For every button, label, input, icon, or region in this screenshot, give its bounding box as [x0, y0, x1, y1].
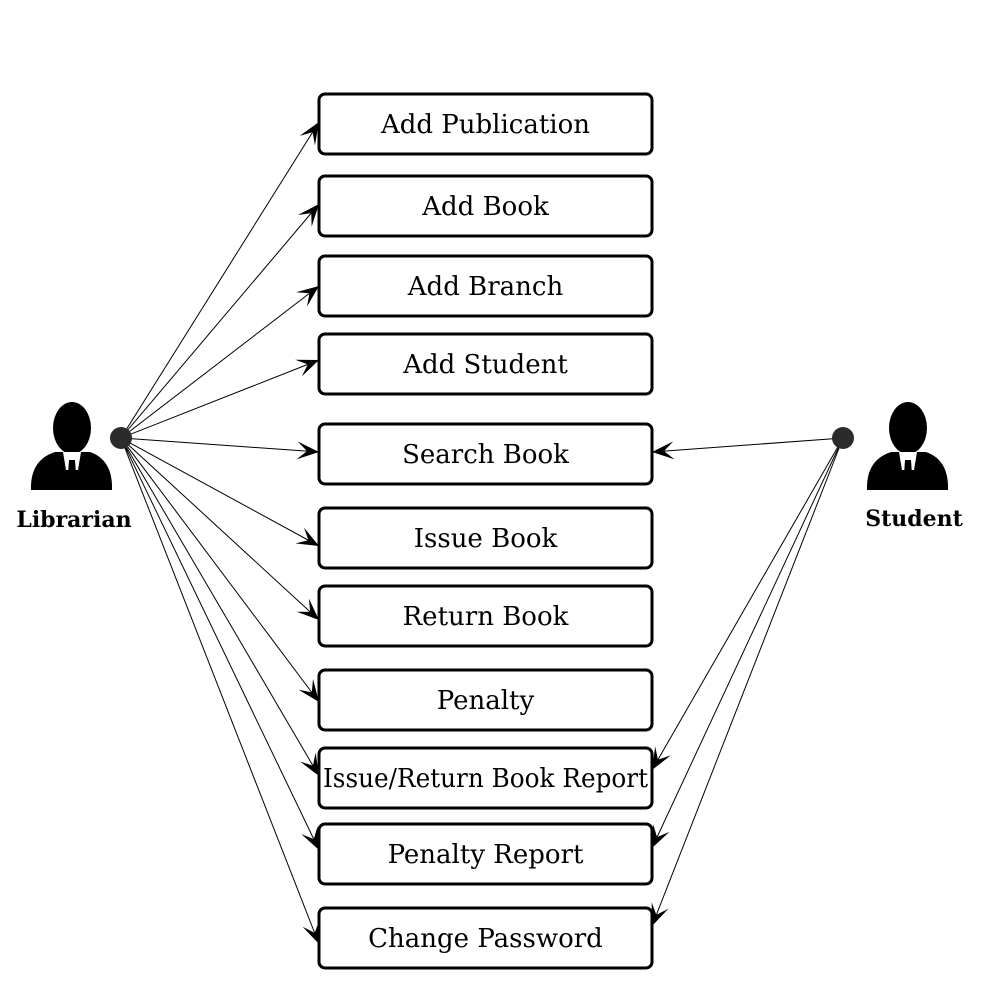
person-icon — [866, 402, 949, 490]
librarian-association-return-book — [120, 437, 320, 621]
use-case-label: Issue Book — [414, 524, 558, 554]
librarian-connector-dot — [110, 427, 132, 449]
person-icon — [30, 402, 113, 490]
librarian-association-issue-book — [120, 437, 320, 547]
use-case-label: Return Book — [403, 602, 569, 632]
student-label: Student — [865, 506, 963, 532]
arrowhead — [300, 752, 319, 776]
student-association-penalty-report — [651, 437, 844, 849]
librarian-association-change-password — [120, 437, 320, 945]
actor-librarian: Librarian — [16, 402, 132, 533]
librarian-association-issue-return-book-report — [120, 437, 320, 777]
use-case-change-password: Change Password — [317, 906, 654, 970]
arrowhead — [296, 441, 319, 460]
association-lines — [120, 121, 844, 945]
use-case-box — [317, 174, 654, 238]
arrowhead — [652, 824, 670, 848]
student-association-issue-return-book-report — [651, 437, 844, 771]
use-case-box — [317, 422, 654, 486]
arrowhead — [299, 122, 319, 146]
arrowhead — [295, 527, 319, 546]
use-case-add-student: Add Student — [317, 332, 654, 396]
librarian-association-penalty — [120, 437, 320, 703]
librarian-association-search-book — [120, 437, 320, 453]
use-case-box — [317, 584, 654, 648]
use-case-box — [317, 668, 654, 732]
arrowhead — [652, 746, 671, 770]
librarian-association-add-publication — [120, 121, 320, 439]
librarian-association-add-book — [120, 203, 320, 439]
use-case-label: Add Book — [421, 192, 549, 222]
librarian-association-penalty-report — [120, 437, 320, 851]
arrowhead — [651, 902, 669, 926]
arrowhead — [295, 359, 319, 377]
arrowhead — [302, 920, 320, 944]
arrowhead — [296, 286, 319, 307]
arrowhead — [652, 441, 675, 460]
use-case-label: Add Student — [402, 350, 568, 380]
student-association-change-password — [651, 437, 844, 927]
actor-student: Student — [832, 402, 964, 532]
use-case-add-branch: Add Branch — [317, 254, 654, 318]
use-case-label: Penalty Report — [388, 840, 584, 870]
arrowhead — [298, 679, 319, 702]
use-case-label: Add Branch — [407, 272, 564, 302]
use-case-label: Penalty — [437, 686, 535, 716]
use-case-box — [317, 332, 654, 396]
use-case-add-book: Add Book — [317, 174, 654, 238]
use-case-box — [317, 906, 654, 970]
use-case-penalty: Penalty — [317, 668, 654, 732]
arrowhead — [297, 204, 319, 227]
librarian-association-add-student — [120, 359, 320, 439]
use-case-label: Search Book — [402, 440, 569, 470]
use-case-box — [317, 254, 654, 318]
use-case-search-book: Search Book — [317, 422, 654, 486]
librarian-label: Librarian — [16, 507, 131, 533]
use-case-box — [317, 822, 654, 886]
use-case-box — [317, 506, 654, 570]
use-case-label: Add Publication — [380, 110, 590, 140]
arrowhead — [301, 826, 319, 850]
use-case-return-book: Return Book — [317, 584, 654, 648]
student-association-search-book — [651, 437, 844, 453]
student-connector-dot — [832, 427, 854, 449]
librarian-association-add-branch — [120, 285, 320, 439]
use-case-issue-book: Issue Book — [317, 506, 654, 570]
use-case-box — [317, 746, 654, 810]
use-case-label: Change Password — [368, 924, 603, 954]
arrowhead — [296, 598, 319, 620]
use-case-box — [317, 92, 654, 156]
use-case-add-publication: Add Publication — [317, 92, 654, 156]
use-case-label: Issue/Return Book Report — [323, 764, 649, 794]
use-case-issue-return-book-report: Issue/Return Book Report — [317, 746, 654, 810]
use-case-penalty-report: Penalty Report — [317, 822, 654, 886]
